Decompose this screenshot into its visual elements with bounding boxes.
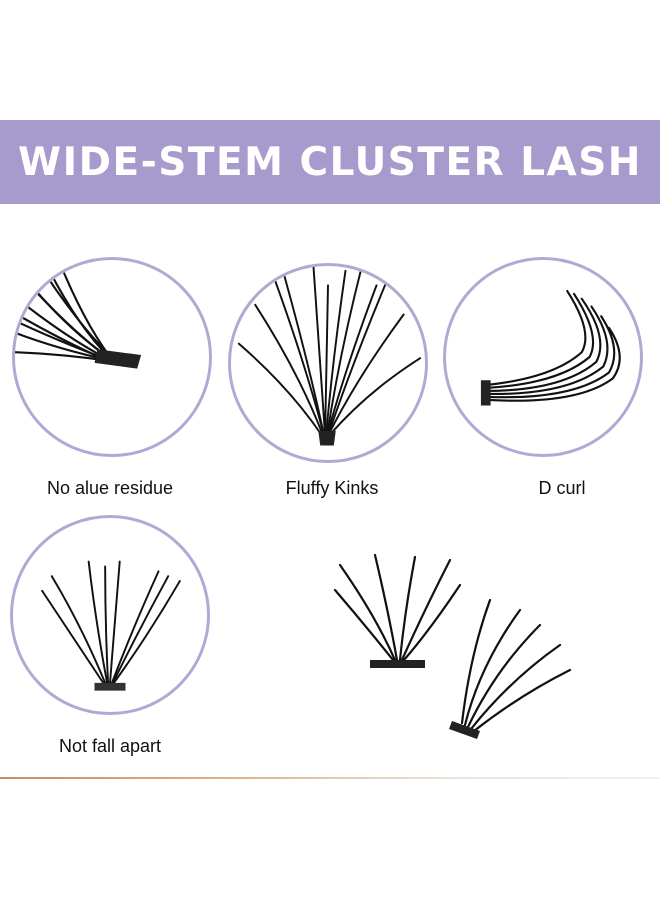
feature-image-fluffy-kinks — [228, 263, 428, 463]
title-banner: WIDE-STEM CLUSTER LASH — [0, 120, 660, 204]
divider — [0, 777, 660, 779]
feature-image-d-curl — [443, 257, 643, 457]
banner-title: WIDE-STEM CLUSTER LASH — [18, 139, 642, 185]
feature-caption: No alue residue — [46, 478, 174, 498]
lash-curl-side-image — [480, 289, 621, 406]
lash-cluster-front-image — [41, 560, 181, 691]
feature-caption: D curl — [538, 478, 586, 498]
lash-cluster-fan-image — [237, 266, 422, 446]
feature-image-not-fall-apart — [10, 515, 210, 715]
feature-caption: Not fall apart — [58, 736, 162, 756]
lash-clusters-illustration — [333, 553, 572, 739]
feature-image-no-glue-residue — [12, 257, 212, 457]
lash-cluster-closeup-image — [15, 260, 142, 369]
feature-caption: Fluffy Kinks — [285, 478, 379, 498]
